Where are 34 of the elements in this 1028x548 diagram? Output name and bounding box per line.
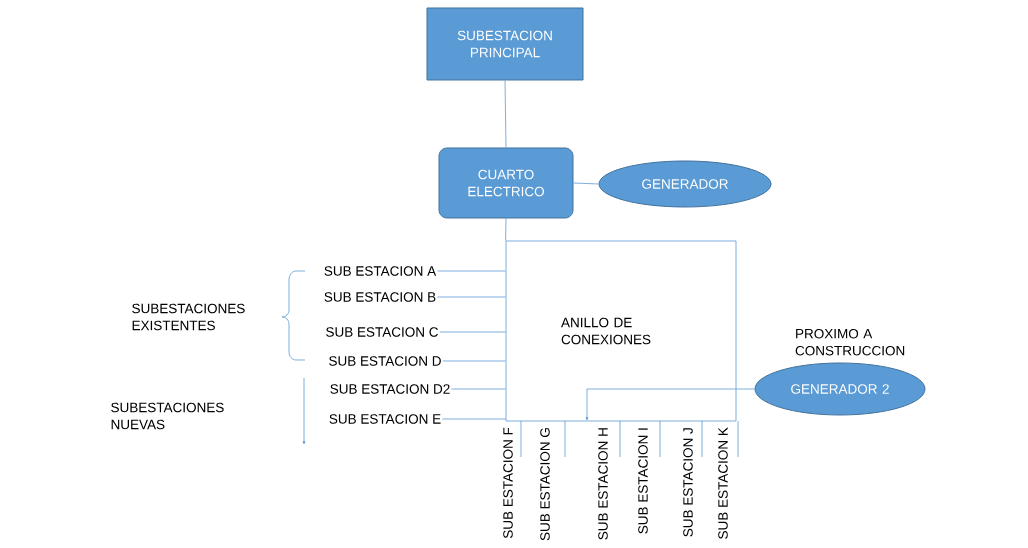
station-label: SUB ESTACION A — [324, 266, 437, 276]
station-label: SUB ESTACION E — [329, 414, 441, 424]
connector-line — [619, 420, 621, 458]
station-label: SUB ESTACION C — [326, 327, 438, 337]
connector-line — [585, 388, 755, 421]
station-label: SUB ESTACION I — [638, 428, 648, 534]
ring-box: ANILLO DE CONEXIONES — [505, 240, 737, 422]
station-label: SUB ESTACION D2 — [330, 384, 450, 394]
connector-line — [436, 296, 506, 298]
station-label: SUB ESTACION H — [598, 428, 608, 540]
station-box: SUBESTACION PRINCIPAL — [426, 7, 584, 81]
note-text: PROXIMO A CONSTRUCCION — [795, 328, 905, 356]
connector-line — [573, 182, 599, 185]
connector-line — [505, 218, 507, 241]
connector-line — [451, 388, 506, 390]
station-label: SUB ESTACION B — [324, 292, 436, 302]
connector-line — [504, 80, 507, 148]
station-label: SUB ESTACION J — [683, 428, 693, 537]
connector-line — [701, 420, 703, 458]
connector-line — [436, 270, 506, 272]
station-label: SUB ESTACION K — [718, 427, 728, 539]
station-label: SUB ESTACION D — [329, 356, 441, 366]
connector-line — [659, 420, 661, 458]
connector-line — [520, 420, 522, 458]
group-label: SUBESTACIONES NUEVAS — [111, 402, 224, 430]
connector-line — [442, 360, 506, 362]
station-label: SUB ESTACION G — [540, 428, 550, 541]
connector-line — [737, 420, 739, 458]
group-label: SUBESTACIONES EXISTENTES — [132, 303, 245, 331]
connector-line — [441, 418, 506, 420]
connector-line — [564, 420, 566, 458]
connector-line — [439, 331, 506, 333]
room-box: CUARTO ELECTRICO — [438, 147, 574, 219]
station-label: SUB ESTACION F — [503, 427, 513, 539]
